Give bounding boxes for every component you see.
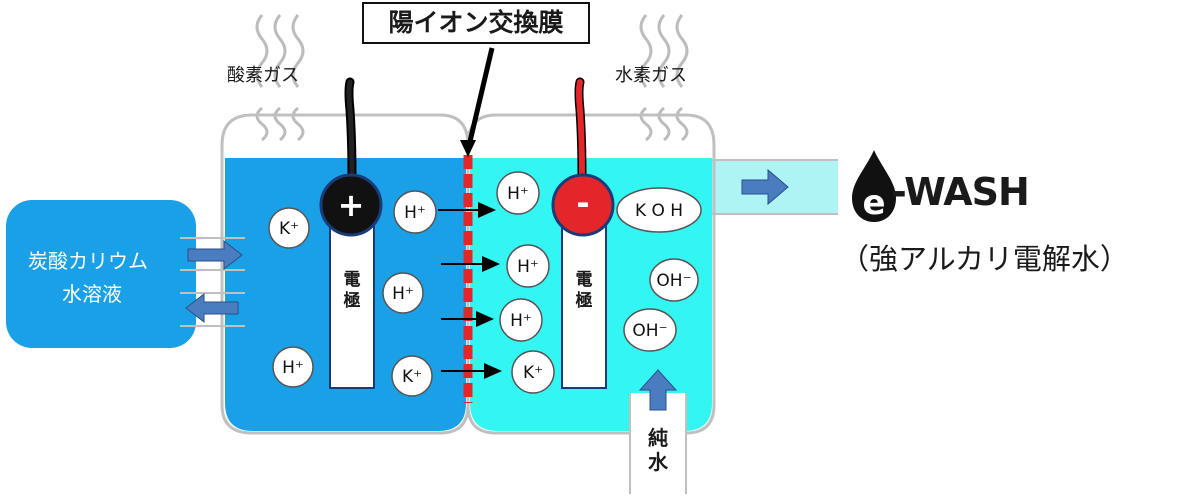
ion-bubble [391,355,433,397]
anode-cap [319,173,383,237]
membrane-label: 陽イオン交換膜 [388,8,564,37]
tank-label-line2: 水溶液 [62,282,122,306]
tank-label-line1: 炭酸カリウム [28,249,148,273]
anode-sign: + [338,186,365,224]
ion-label: K⁺ [279,219,299,239]
ion-label: H⁺ [282,358,304,378]
ion-label: OH⁻ [656,271,691,291]
cathode-electrode-label: 電極 [575,270,593,311]
product-brand: -WASH [891,170,1030,214]
oxygen-gas-waves [255,14,305,142]
product-subtitle: （強アルカリ電解水） [840,242,1129,276]
cell-to-tank-arrow [185,292,239,324]
ion-bubbles [268,171,702,397]
tank-pipes [180,237,245,327]
ion-bubble [649,258,699,302]
ion-label: H⁺ [517,257,539,277]
potassium-carbonate-tank [6,200,196,348]
ion-bubble [272,346,314,388]
pure-water-label: 純水 [648,426,668,474]
oxygen-gas-label: 酸素ガス [227,65,299,86]
tank-to-cell-arrow [187,239,243,271]
membrane-pointer [465,47,495,151]
anode-electrode-label: 電極 [343,270,361,311]
ion-label: K⁺ [523,363,543,383]
cathode-sign: - [576,184,589,222]
ion-bubble [616,187,702,233]
ion-label: K⁺ [402,367,422,387]
ion-label: H⁺ [392,284,414,304]
ion-bubble [496,171,540,215]
e-wash-drop-logo [852,150,896,222]
ion-label: H⁺ [510,311,532,331]
ion-label: OH⁻ [632,321,667,341]
hydrogen-gas-waves [639,14,689,142]
ion-bubble [623,308,677,352]
ion-bubble [393,190,437,234]
e-wash-drop-letter: e [862,183,885,223]
ion-label: H⁺ [404,203,426,223]
ion-bubble [382,272,424,314]
ion-bubble [506,244,550,288]
outlet-arrow [741,168,789,206]
ion-bubble [499,298,543,342]
hydrogen-gas-label: 水素ガス [615,65,687,86]
pure-water-arrow [638,369,678,411]
ion-bubble [511,350,555,394]
ion-bubble [268,207,310,249]
cathode-vessel-outline [466,113,716,435]
cathode-cap [551,173,615,237]
ion-label: H⁺ [507,184,529,204]
ion-label: K O H [635,201,683,221]
ion-migration-arrows [438,202,502,379]
membrane-label-box: 陽イオン交換膜 [362,2,590,44]
